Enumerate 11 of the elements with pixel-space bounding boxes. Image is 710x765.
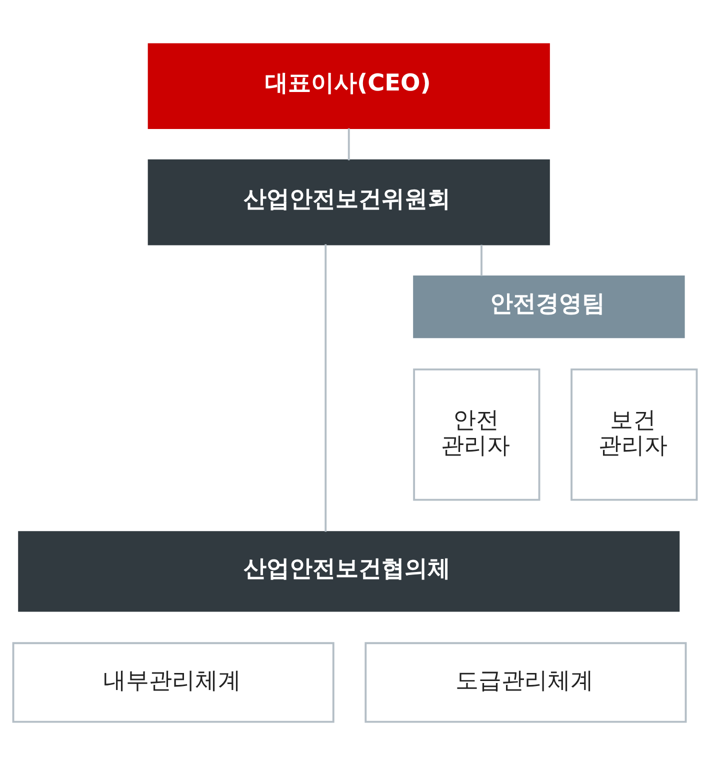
node-box: 안전경영팀 [413,275,685,338]
node-box: 산업안전보건협의체 [18,530,680,612]
node-box: 안전 관리자 [413,368,540,500]
connector [324,244,327,532]
node-box: 도급관리체계 [364,642,687,722]
connector [348,128,350,160]
node-box: 보건 관리자 [570,368,698,500]
node-box: 산업안전보건위원회 [148,158,550,245]
connector [480,244,482,276]
node-box: 대표이사(CEO) [148,42,550,129]
node-box: 내부관리체계 [12,642,334,722]
